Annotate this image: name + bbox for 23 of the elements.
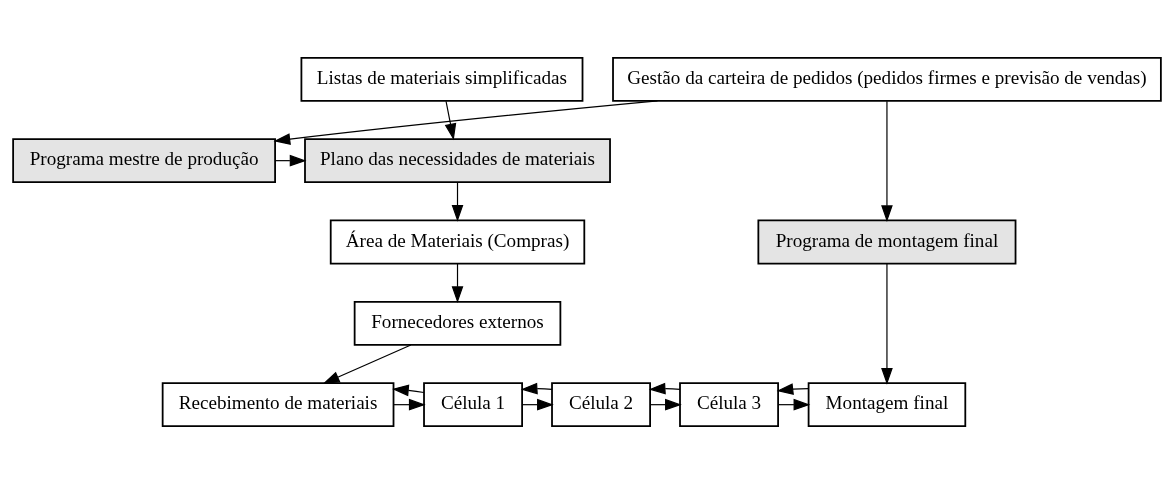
arrow — [648, 382, 681, 395]
node-box: Plano das necessidades de materiais — [304, 138, 611, 184]
node-box: Célula 3 — [679, 382, 779, 428]
node-box: Gestão da carteira de pedidos (pedidos firmes e previsão de vendas) — [612, 56, 1162, 102]
node-box: Programa mestre de produção — [12, 138, 276, 184]
node-box: Célula 2 — [551, 382, 651, 428]
arrow — [520, 382, 553, 395]
node-box: Fornecedores externos — [353, 300, 562, 346]
node-box: Montagem final — [807, 382, 967, 428]
node-box: Célula 1 — [423, 382, 523, 428]
arrow — [881, 100, 893, 223]
arrow — [776, 383, 810, 395]
arrow — [322, 344, 412, 384]
node-box: Recebimento de materiais — [161, 382, 395, 428]
node-box: Listas de materiais simplificadas — [300, 56, 584, 102]
node-box: Área de Materiais (Compras) — [329, 219, 586, 265]
node-box: Programa de montagem final — [757, 219, 1017, 265]
arrow — [444, 100, 457, 141]
arrow — [392, 384, 425, 397]
arrow — [881, 263, 893, 385]
arrow — [451, 263, 464, 304]
arrow — [451, 182, 464, 222]
arrow — [273, 100, 659, 145]
